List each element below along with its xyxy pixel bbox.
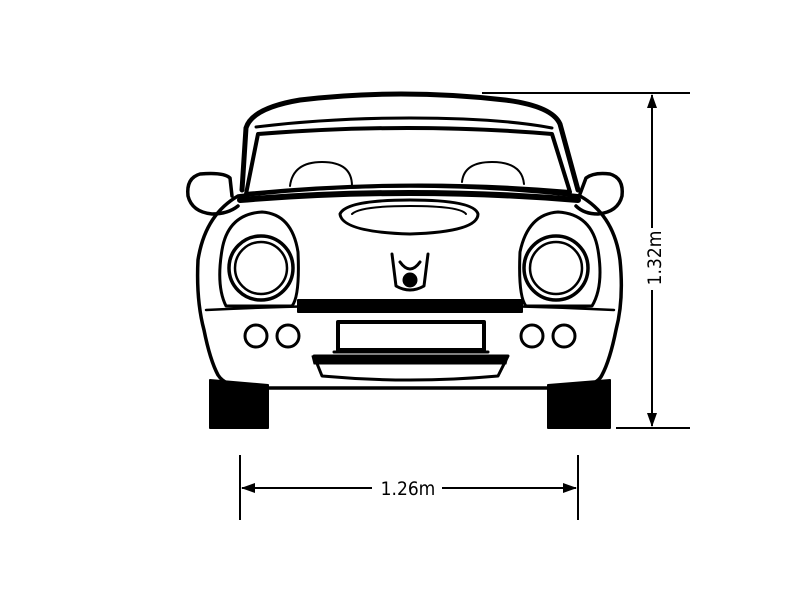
right-headlight-housing — [518, 210, 602, 308]
badge-emblem — [402, 272, 418, 288]
right-fog-lights — [519, 323, 577, 349]
height-label: 1.32m — [644, 231, 666, 286]
right-mirror — [574, 171, 624, 216]
lower-intake-fill — [311, 355, 509, 365]
left-fog-lights — [243, 323, 301, 349]
right-headlight — [522, 234, 590, 302]
bonnet-scoop — [338, 198, 480, 236]
bonnet-scoop-inner — [351, 205, 467, 215]
grille-frame — [390, 252, 430, 292]
roof-inner-line — [254, 116, 554, 130]
windshield — [244, 126, 572, 196]
height-dimension — [482, 92, 690, 429]
car-front-view — [186, 91, 624, 429]
left-seat — [289, 161, 353, 187]
car-body — [195, 184, 624, 390]
left-headlight-housing — [218, 210, 300, 308]
license-plate — [336, 320, 486, 352]
left-mirror — [186, 171, 240, 216]
roof — [239, 91, 581, 193]
right-seat — [461, 161, 525, 185]
badge — [398, 260, 422, 271]
right-tyre — [547, 379, 611, 429]
bumper-line — [204, 303, 616, 312]
left-tyre — [209, 379, 269, 429]
bonnet-line — [237, 190, 581, 203]
width-dimension — [239, 455, 579, 520]
width-label: 1.26m — [381, 478, 436, 500]
left-headlight — [227, 234, 295, 302]
lower-air-intake — [312, 354, 510, 382]
